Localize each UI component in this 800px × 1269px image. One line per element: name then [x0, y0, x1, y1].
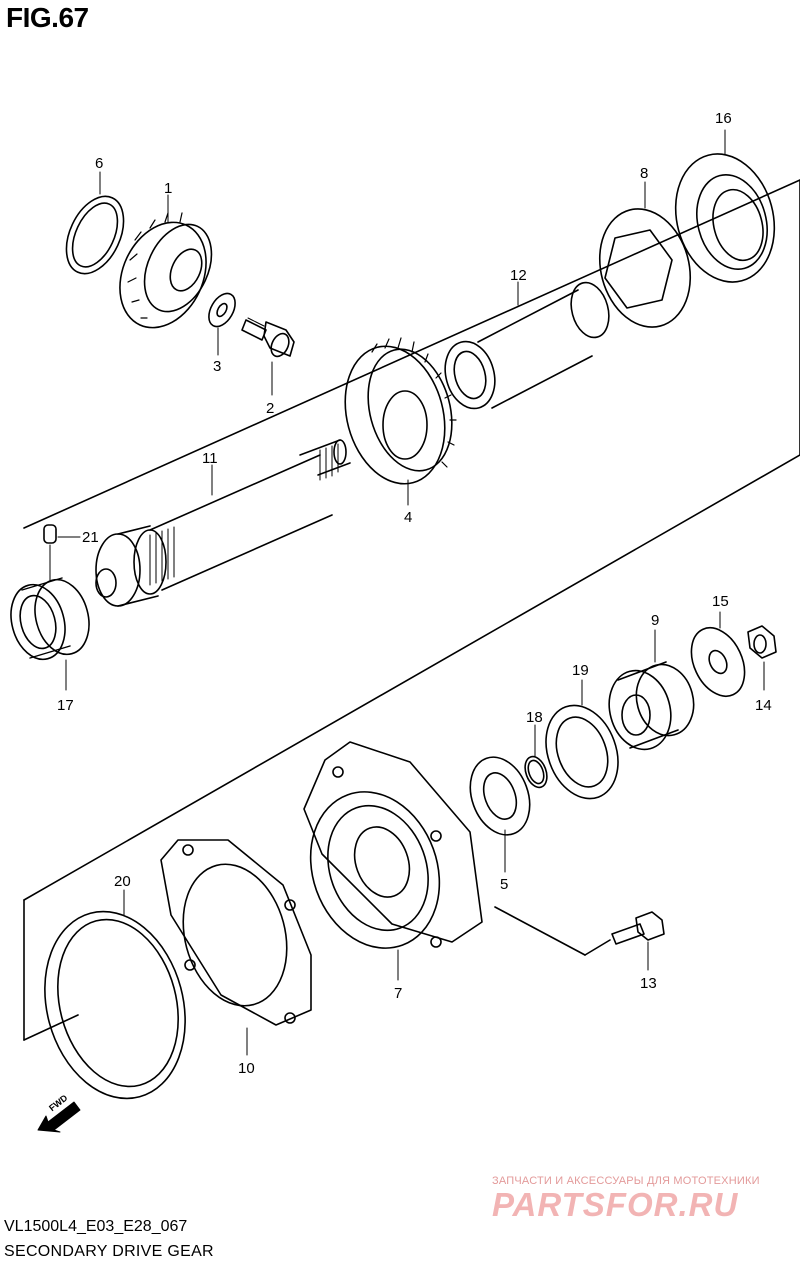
callout-18: 18 [526, 709, 543, 726]
callout-7: 7 [394, 985, 402, 1002]
callout-15: 15 [712, 593, 729, 610]
callout-4: 4 [404, 509, 412, 526]
callout-8: 8 [640, 165, 648, 182]
callout-2: 2 [266, 400, 274, 417]
part-12-sleeve [444, 281, 610, 410]
part-15-washer [690, 611, 746, 697]
part-20-o-ring [44, 889, 186, 1100]
assembly-frame [23, 179, 800, 1041]
callout-13: 13 [640, 975, 657, 992]
part-11-shaft [95, 439, 351, 607]
part-19-seal [545, 679, 619, 800]
callout-17: 17 [57, 697, 74, 714]
part-13-bolt [611, 911, 665, 971]
part-2-bolt [241, 317, 295, 396]
callout-11: 11 [202, 450, 218, 467]
callout-5: 5 [500, 876, 508, 893]
callout-14: 14 [755, 697, 772, 714]
callout-19: 19 [572, 662, 589, 679]
figure-title: FIG.67 [6, 2, 89, 33]
part-5-seal [469, 756, 531, 873]
part-4-bevel-gear [344, 337, 457, 506]
watermark-brand: PARTSFOR.RU [492, 1186, 739, 1223]
part-6-shim [65, 171, 125, 275]
part-3-washer [208, 292, 236, 356]
callout-16: 16 [715, 110, 732, 127]
part-21-pin [43, 524, 81, 581]
part-1-bevel-gear [119, 194, 213, 329]
callout-1: 1 [164, 180, 172, 197]
part-16-oil-seal [674, 129, 776, 283]
callout-21: 21 [82, 529, 99, 546]
callout-12: 12 [510, 267, 527, 284]
callout-10: 10 [238, 1060, 255, 1077]
callout-3: 3 [213, 358, 221, 375]
part-7-housing [303, 741, 483, 981]
callout-20: 20 [114, 873, 131, 890]
fwd-arrow-icon [37, 1101, 81, 1133]
part-17-bearing [10, 577, 90, 691]
part-9-coupling [608, 629, 695, 751]
watermark-tagline: ЗАПЧАСТИ И АКСЕССУАРЫ ДЛЯ МОТОТЕХНИКИ [492, 1175, 760, 1187]
part-8-hex-nut [598, 181, 692, 328]
callout-9: 9 [651, 612, 659, 629]
model-code: VL1500L4_E03_E28_067 [4, 1218, 188, 1235]
part-18-o-ring [524, 724, 548, 789]
callout-6: 6 [95, 155, 103, 172]
part-10-gasket [160, 839, 312, 1056]
callout-labels: 1 2 3 4 5 6 7 8 9 10 11 12 13 14 15 16 1… [57, 110, 772, 1077]
figure-caption: SECONDARY DRIVE GEAR [4, 1243, 214, 1260]
part-14-nut [747, 625, 777, 691]
